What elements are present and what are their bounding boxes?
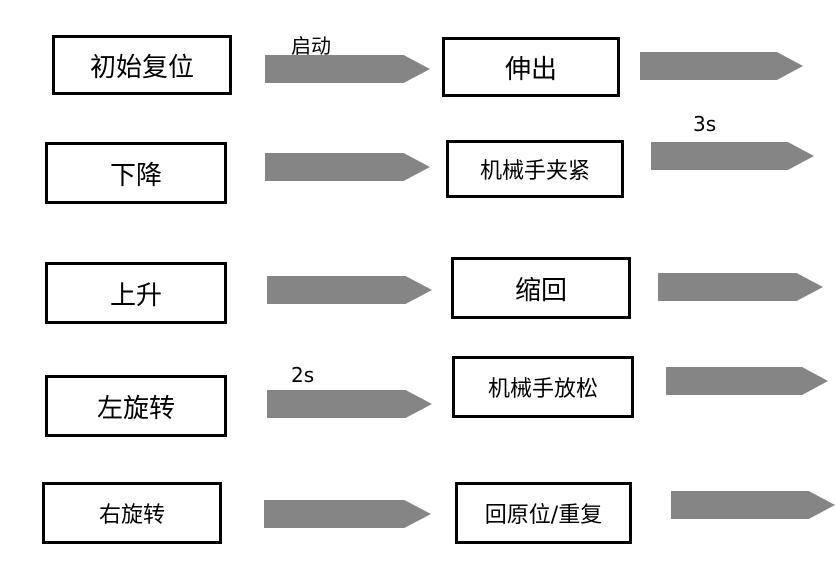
step-rotate-right: 右旋转 xyxy=(42,482,222,544)
step-initial-reset: 初始复位 xyxy=(52,35,232,95)
step-label: 缩回 xyxy=(514,275,567,306)
arrow-2-2 xyxy=(651,142,814,170)
arrow-4-2 xyxy=(666,367,828,395)
step-label: 伸出 xyxy=(504,54,557,85)
arrow-5-2 xyxy=(671,491,835,519)
step-label: 机械手夹紧 xyxy=(479,159,590,184)
step-label: 下降 xyxy=(109,160,162,191)
step-gripper-release: 机械手放松 xyxy=(452,356,634,418)
condition-start: 启动 xyxy=(291,34,331,58)
step-lower: 下降 xyxy=(45,142,227,204)
arrow-2-1 xyxy=(265,153,430,181)
condition-delay-3s: 3s xyxy=(693,112,717,136)
arrow-5-1 xyxy=(264,500,431,528)
condition-delay-2s: 2s xyxy=(291,363,315,387)
step-extend: 伸出 xyxy=(442,37,620,97)
step-retract: 缩回 xyxy=(451,257,631,319)
step-gripper-clamp: 机械手夹紧 xyxy=(446,140,624,198)
step-rotate-left: 左旋转 xyxy=(45,375,227,437)
arrow-3-1 xyxy=(267,276,432,304)
arrow-1-2 xyxy=(640,52,803,80)
step-label: 初始复位 xyxy=(89,52,194,83)
step-label: 上升 xyxy=(109,280,162,311)
arrow-1-1 xyxy=(265,55,430,83)
step-label: 机械手放松 xyxy=(487,377,598,402)
step-return-repeat: 回原位/重复 xyxy=(455,482,632,544)
arrow-3-2 xyxy=(658,273,823,301)
step-label: 左旋转 xyxy=(96,393,175,424)
step-raise: 上升 xyxy=(45,262,227,324)
arrow-4-1 xyxy=(267,390,432,418)
step-label: 回原位/重复 xyxy=(484,503,603,528)
step-label: 右旋转 xyxy=(98,503,165,528)
